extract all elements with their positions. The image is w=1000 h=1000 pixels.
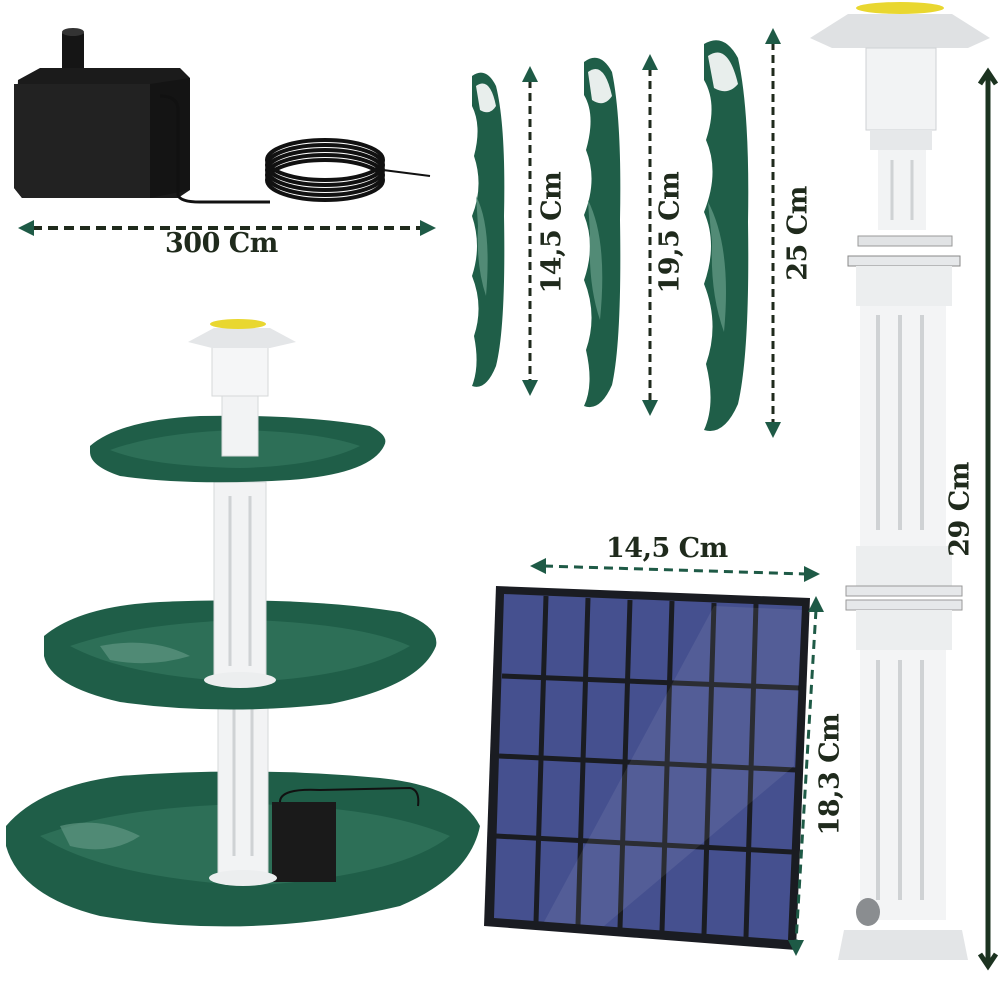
- fountain-assembly: [6, 319, 480, 927]
- column-height-label: 29 Cm: [944, 462, 976, 557]
- small-tray-height-arrow: [522, 66, 538, 396]
- column-illustration: [810, 2, 990, 960]
- medium-tray-height-label: 19,5 Cm: [654, 171, 686, 294]
- small-tray-height-label: 14,5 Cm: [536, 171, 568, 294]
- large-tray-profile: [704, 40, 749, 431]
- small-tray-profile: [472, 72, 505, 387]
- pump-illustration: [14, 28, 431, 204]
- solar-panel: [484, 586, 810, 950]
- large-tray-height-arrow: [765, 28, 781, 438]
- cable-length-arrow: [18, 220, 436, 236]
- medium-tray-profile: [584, 57, 621, 408]
- solar-panel-width-label: 14,5 Cm: [606, 533, 728, 564]
- solar-panel-height-arrow: [788, 596, 824, 956]
- cable-length-label: 300 Cm: [165, 228, 278, 259]
- medium-tray-height-arrow: [642, 54, 658, 416]
- column-height-arrow: [977, 67, 999, 971]
- solar-panel-width-arrow: [530, 558, 820, 582]
- solar-panel-height-label: 18,3 Cm: [814, 713, 846, 836]
